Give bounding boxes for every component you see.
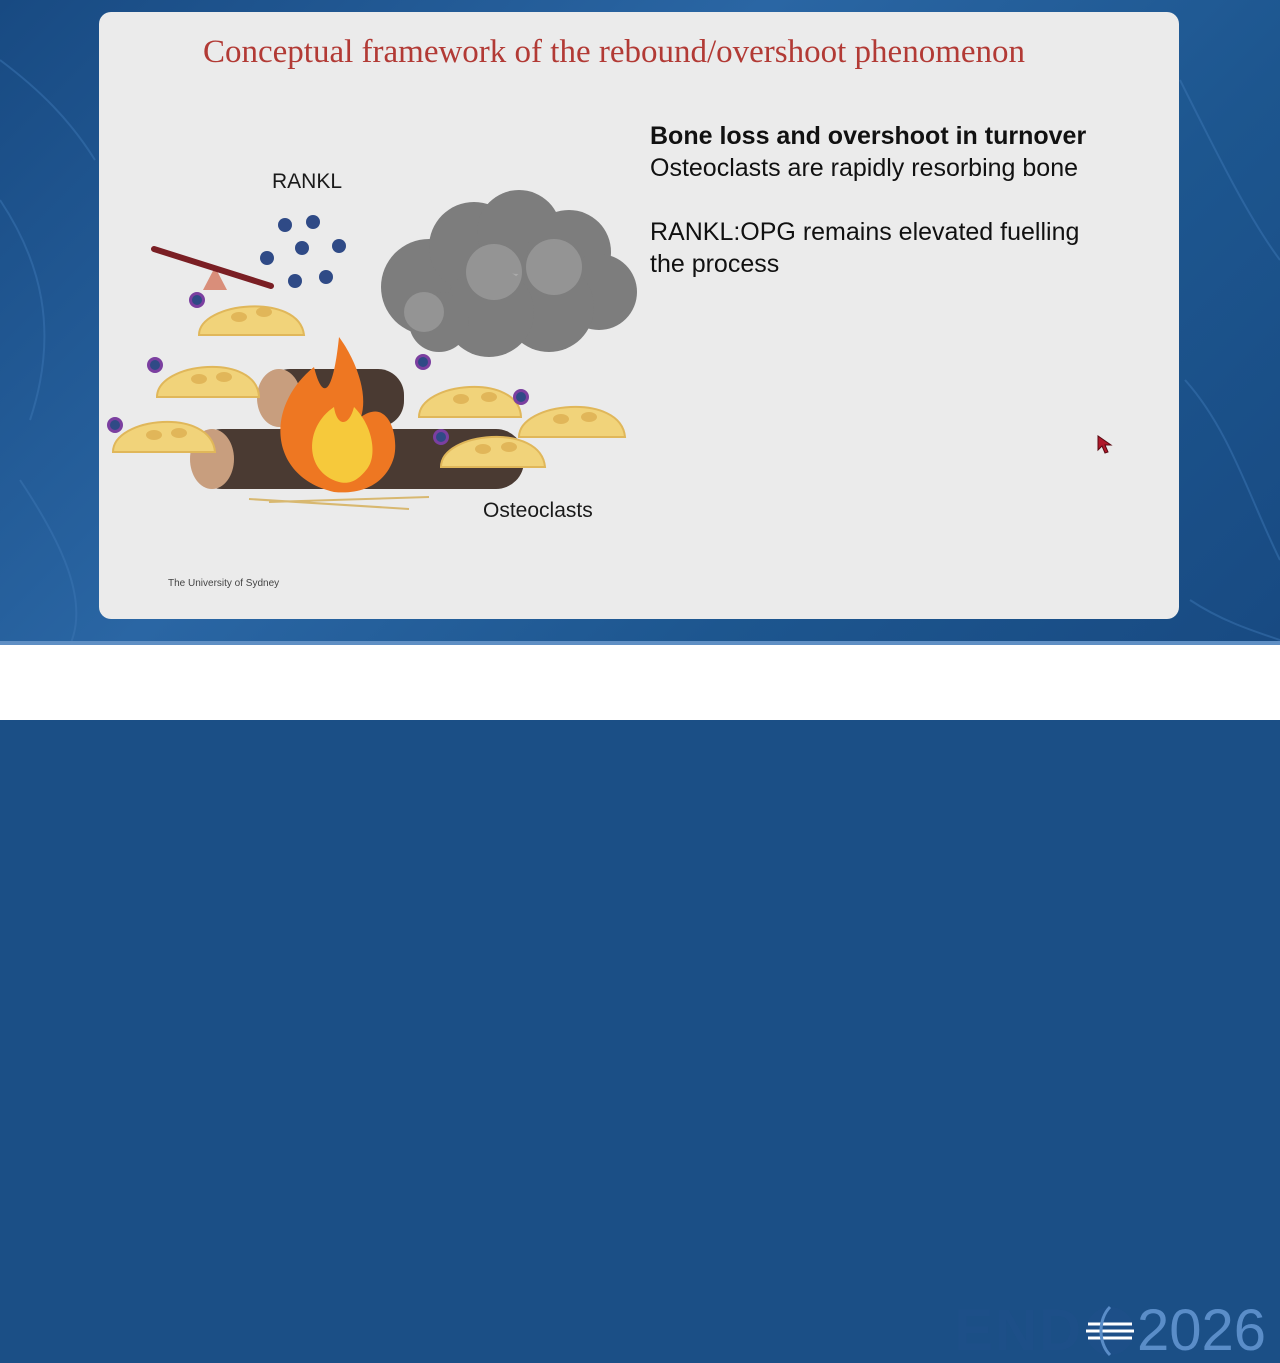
slide-title: Conceptual framework of the rebound/over…	[202, 34, 1026, 70]
slide-text: Bone loss and overshoot in turnover Oste…	[650, 120, 1110, 280]
seesaw	[151, 246, 274, 290]
rankl-label: RANKL	[272, 170, 343, 193]
pointer-cursor-icon	[1097, 435, 1113, 454]
rankl-molecules	[260, 215, 346, 288]
footer-bar: END 2026	[0, 645, 1280, 1360]
footer-stripe	[0, 641, 1280, 645]
rebound-illustration	[107, 190, 637, 510]
body-line-2: RANKL:OPG remains elevated fuelling the …	[650, 218, 1080, 278]
fire	[280, 337, 396, 493]
osteoclast-cells	[111, 305, 627, 468]
logo-year: 2026	[1136, 1298, 1266, 1363]
rank-receptors	[107, 292, 529, 445]
heading: Bone loss and overshoot in turnover	[650, 122, 1087, 150]
credit-text: The University of Sydney	[168, 578, 280, 589]
endo-logo: END 2026	[954, 1298, 1267, 1363]
body-line-1: Osteoclasts are rapidly resorbing bone	[650, 154, 1079, 182]
logo-word: END	[954, 1298, 1083, 1363]
background-pattern	[0, 59, 1280, 645]
osteoclasts-label: Osteoclasts	[483, 499, 593, 522]
slide: Conceptual framework of the rebound/over…	[99, 12, 1179, 619]
globe-icon	[1085, 1305, 1134, 1357]
